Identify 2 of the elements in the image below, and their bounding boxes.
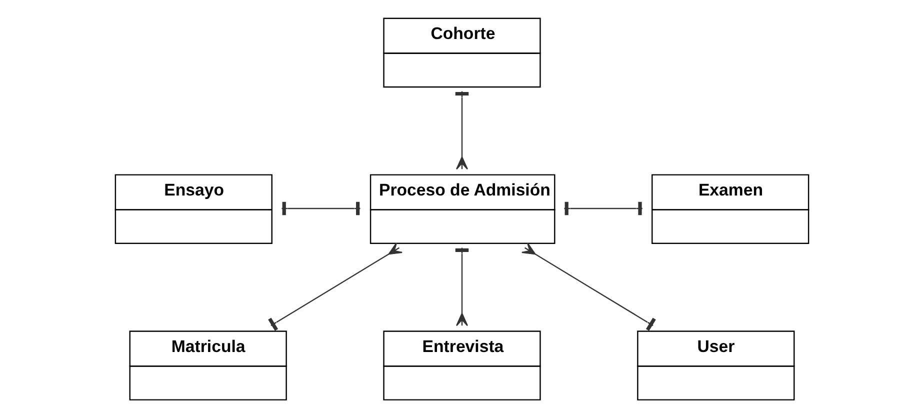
connector — [268, 242, 402, 331]
connector — [520, 242, 656, 331]
